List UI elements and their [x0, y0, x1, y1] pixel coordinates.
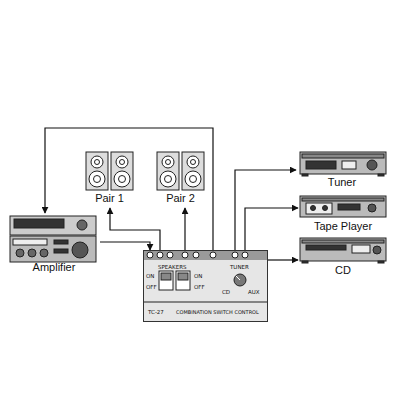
tape-player-unit [300, 196, 386, 217]
device-caption: CD [335, 264, 351, 277]
audio-cable [110, 208, 160, 250]
cd-player-unit [300, 238, 386, 263]
panel-label: OFF [194, 284, 205, 291]
audio-cable [235, 170, 296, 250]
device-caption: Amplifier [33, 261, 76, 274]
switch-box: SPEAKERS ON OFF ON OFF TUNER CD AUX TC-27 COMBINA… [143, 250, 268, 322]
panel-label: SPEAKERS [158, 264, 186, 271]
device-caption: Pair 1 [95, 192, 124, 205]
panel-label: TUNER [230, 264, 249, 271]
tuner: Tuner [296, 148, 388, 192]
switch-box-body [143, 250, 268, 322]
tuner-unit [300, 152, 386, 176]
device-caption: Pair 2 [166, 192, 195, 205]
panel-label: AUX [248, 289, 260, 296]
device-caption: Tape Player [314, 220, 372, 233]
speaker-pair: Pair 2 [155, 150, 206, 208]
panel-label: TC-27 [148, 309, 164, 316]
audio-cable [268, 259, 298, 260]
speaker-pair [157, 152, 204, 190]
panel-label: ON [194, 273, 202, 280]
speaker-pair: Pair 1 [84, 150, 135, 208]
amplifier: Amplifier [8, 213, 100, 277]
panel-label: COMBINATION SWITCH CONTROL [176, 309, 259, 316]
audio-cable [45, 128, 213, 250]
device-caption: Tuner [328, 176, 356, 189]
panel-label: CD [222, 289, 230, 296]
tape-player: Tape Player [298, 194, 388, 236]
cd-player: CD [298, 236, 388, 280]
panel-label: ON [146, 273, 154, 280]
audio-cable [100, 242, 150, 250]
audio-cable [245, 208, 298, 250]
panel-label: OFF [146, 284, 157, 291]
speaker-pair [86, 152, 133, 190]
audio-cable [184, 208, 185, 250]
amplifier-unit [10, 216, 96, 262]
